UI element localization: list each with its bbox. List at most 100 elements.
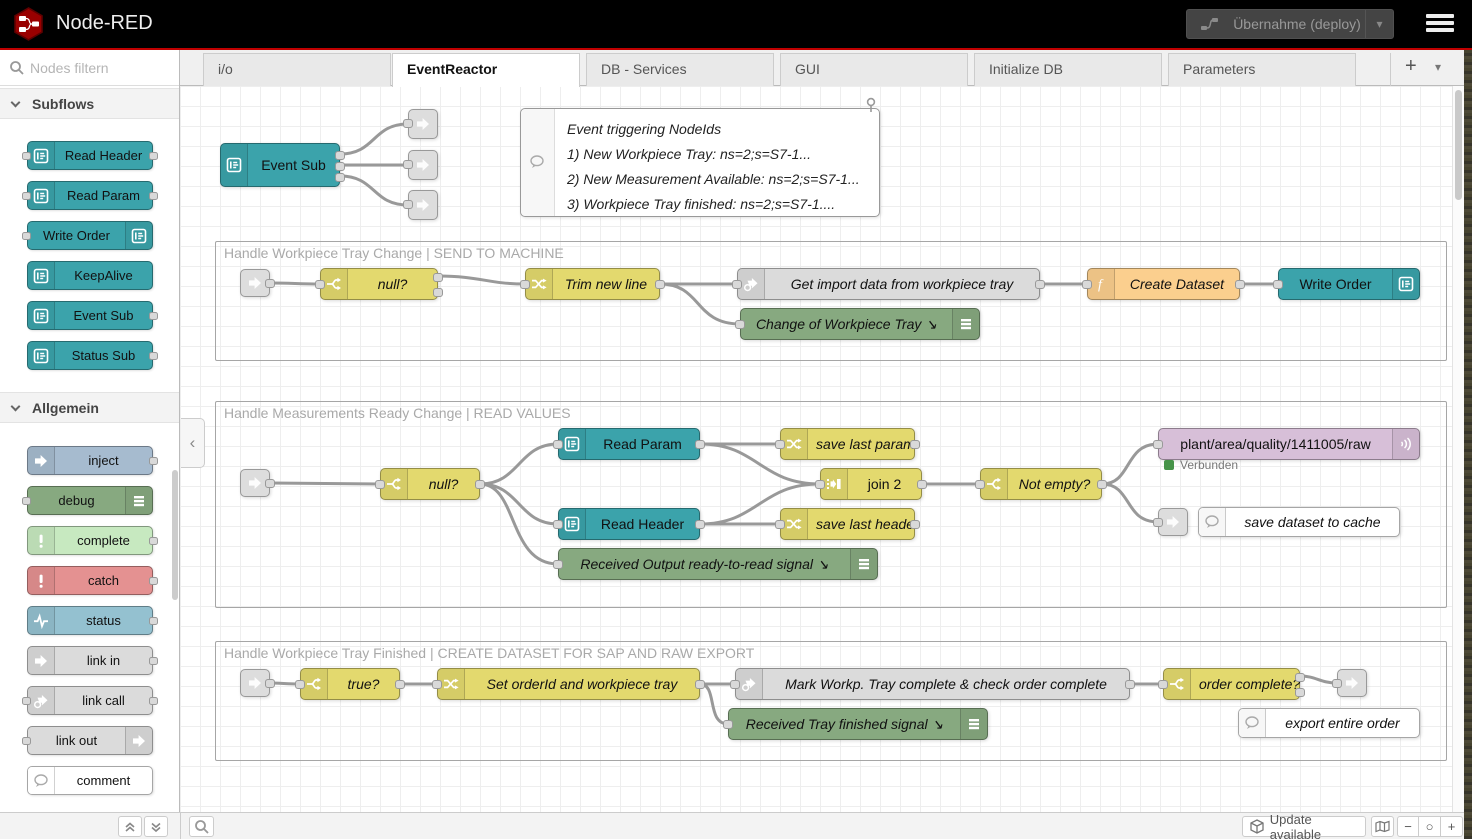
palette-node-link-in[interactable]: link in (27, 646, 158, 675)
port[interactable] (815, 480, 825, 489)
main-menu-button[interactable] (1426, 14, 1456, 34)
node-change-set-orderid[interactable]: Set orderId and workpiece tray (432, 668, 705, 700)
node-link-call-get-import[interactable]: Get import data from workpiece tray (732, 268, 1045, 300)
node-link-out[interactable] (1153, 508, 1188, 536)
port[interactable] (910, 520, 920, 529)
scrollbar-thumb[interactable] (1455, 90, 1462, 200)
port[interactable] (775, 520, 785, 529)
port[interactable] (1332, 679, 1342, 688)
deploy-options-caret[interactable]: ▾ (1365, 10, 1393, 38)
port[interactable] (395, 680, 405, 689)
port[interactable] (553, 520, 563, 529)
node-debug-received-output[interactable]: Received Output ready-to-read signal ↘ (553, 548, 878, 580)
port[interactable] (910, 440, 920, 449)
port[interactable] (1158, 680, 1168, 689)
node-change-save-last-param[interactable]: save last param (775, 428, 920, 460)
palette-search-input[interactable] (30, 56, 170, 80)
port[interactable] (553, 560, 563, 569)
zoom-out-button[interactable]: − (1397, 816, 1419, 837)
node-switch-null-1[interactable]: null? (315, 268, 443, 300)
palette-scrollbar[interactable] (172, 470, 178, 600)
group-send-to-machine[interactable]: Handle Workpiece Tray Change | SEND TO M… (215, 241, 1447, 361)
port[interactable] (149, 192, 158, 200)
port[interactable] (22, 497, 31, 505)
port[interactable] (22, 192, 31, 200)
port[interactable] (475, 480, 485, 489)
port[interactable] (1125, 680, 1135, 689)
port[interactable] (403, 160, 413, 169)
port[interactable] (149, 152, 158, 160)
node-comment-save-dataset[interactable]: save dataset to cache (1198, 507, 1400, 537)
node-switch-not-empty[interactable]: Not empty? (975, 468, 1107, 500)
port[interactable] (265, 679, 275, 688)
node-change-trim-new-line[interactable]: Trim new line (520, 268, 665, 300)
tab-gui[interactable]: GUI (780, 53, 968, 86)
zoom-reset-button[interactable]: ○ (1419, 816, 1441, 837)
port[interactable] (1273, 280, 1283, 289)
port[interactable] (375, 480, 385, 489)
palette-node-read-header[interactable]: Read Header (22, 141, 158, 170)
collapse-all-categories-button[interactable] (118, 816, 142, 837)
port[interactable] (315, 280, 325, 289)
node-change-save-last-header[interactable]: save last header (775, 508, 920, 540)
node-subflow-read-param[interactable]: Read Param (553, 428, 705, 460)
port[interactable] (149, 537, 158, 545)
port[interactable] (149, 697, 158, 705)
port[interactable] (403, 119, 413, 128)
expand-all-categories-button[interactable] (144, 816, 168, 837)
tab-db-services[interactable]: DB - Services (586, 53, 774, 86)
port[interactable] (265, 479, 275, 488)
palette-node-complete[interactable]: complete (27, 526, 158, 555)
node-link-in[interactable] (240, 469, 275, 497)
node-link-out[interactable] (1332, 669, 1367, 697)
node-subflow-read-header[interactable]: Read Header (553, 508, 705, 540)
port[interactable] (520, 280, 530, 289)
palette-node-comment[interactable]: comment (27, 766, 153, 795)
node-switch-order-complete[interactable]: order complete? (1158, 668, 1305, 700)
port[interactable] (1295, 688, 1305, 697)
port[interactable] (1153, 518, 1163, 527)
port[interactable] (22, 697, 31, 705)
port[interactable] (149, 352, 158, 360)
port[interactable] (775, 440, 785, 449)
port[interactable] (149, 312, 158, 320)
port[interactable] (149, 577, 158, 585)
port[interactable] (735, 320, 745, 329)
port[interactable] (335, 151, 345, 160)
port[interactable] (22, 232, 31, 240)
port[interactable] (22, 737, 31, 745)
tab-eventreactor[interactable]: EventReactor (392, 53, 580, 87)
port[interactable] (1082, 280, 1092, 289)
palette-node-status-sub[interactable]: Status Sub (27, 341, 158, 370)
port[interactable] (335, 173, 345, 182)
port[interactable] (695, 520, 705, 529)
port[interactable] (553, 440, 563, 449)
port[interactable] (265, 279, 275, 288)
navigator-button[interactable] (1371, 816, 1394, 837)
node-link-in[interactable] (240, 669, 275, 697)
node-function-create-dataset[interactable]: Create Dataset (1082, 268, 1245, 300)
port[interactable] (433, 273, 443, 282)
canvas-search-button[interactable] (189, 816, 214, 837)
node-comment-export-order[interactable]: export entire order (1238, 708, 1420, 738)
node-link-out[interactable] (403, 109, 438, 139)
comment-box-event-triggering[interactable]: Event triggering NodeIds 1) New Workpiec… (520, 97, 880, 217)
group-read-values[interactable]: Handle Measurements Ready Change | READ … (215, 401, 1447, 608)
palette-collapse-toggle[interactable]: ‹ (181, 418, 205, 468)
port[interactable] (432, 680, 442, 689)
port[interactable] (723, 720, 733, 729)
palette-node-event-sub[interactable]: Event Sub (27, 301, 158, 330)
node-switch-null-2[interactable]: null? (375, 468, 485, 500)
node-link-out[interactable] (403, 150, 438, 180)
port[interactable] (695, 680, 705, 689)
port[interactable] (22, 152, 31, 160)
node-switch-true[interactable]: true? (295, 668, 405, 700)
palette-node-catch[interactable]: catch (27, 566, 158, 595)
palette-category-subflows[interactable]: Subflows (0, 88, 179, 119)
port[interactable] (1153, 440, 1163, 449)
tab-io[interactable]: i/o (203, 53, 391, 86)
port[interactable] (655, 280, 665, 289)
update-available-button[interactable]: Update available (1242, 812, 1366, 839)
group-tray-finished[interactable]: Handle Workpiece Tray Finished | CREATE … (215, 641, 1447, 761)
flow-canvas[interactable]: Handle Workpiece Tray Change | SEND TO M… (180, 86, 1452, 812)
